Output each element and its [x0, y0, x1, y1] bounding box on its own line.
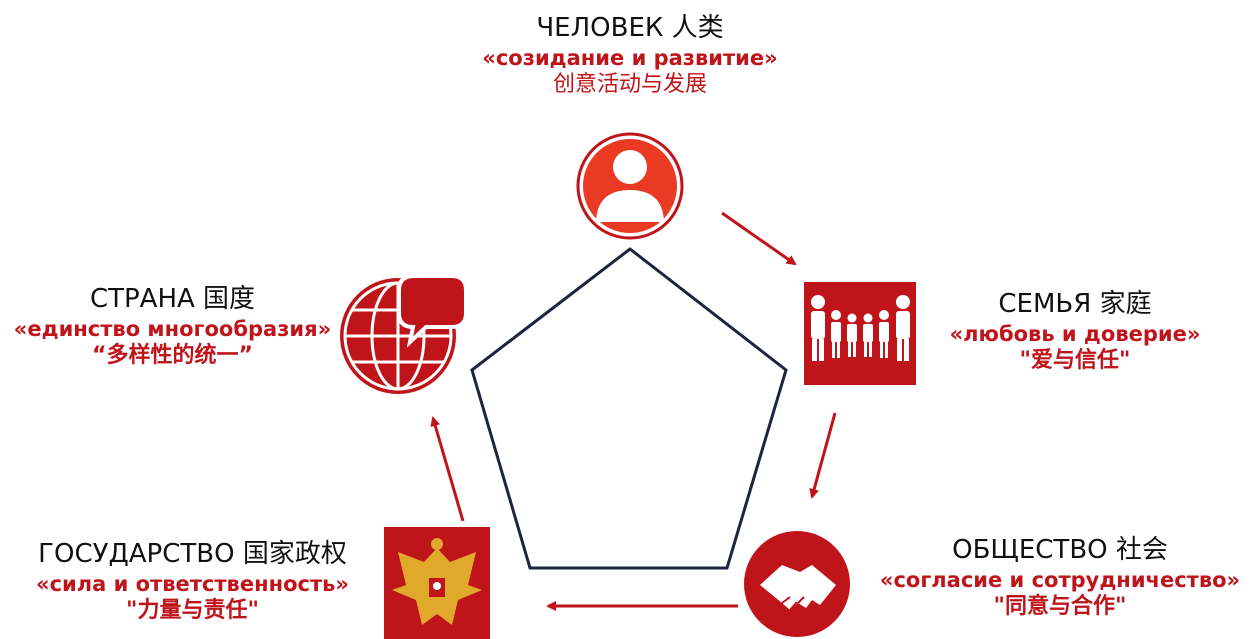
node-state-motto: «сила и ответственность» — [36, 571, 349, 596]
node-society-title: ОБЩЕСТВО 社会 — [952, 535, 1168, 565]
globe-speech-icon — [340, 274, 468, 394]
person-icon — [576, 132, 684, 240]
node-state: ГОСУДАРСТВО 国家政权 «сила и ответственность… — [5, 538, 380, 624]
node-person-motto: «созидание и развитие» — [482, 45, 778, 70]
node-state-cn: "力量与责任" — [126, 597, 259, 623]
family-icon — [804, 282, 916, 385]
node-family-title: СЕМЬЯ 家庭 — [998, 289, 1152, 319]
node-society-cn: "同意与合作" — [993, 593, 1127, 619]
handshake-icon — [744, 531, 850, 637]
node-family-cn: "爱与信任" — [1019, 347, 1131, 373]
node-state-title: ГОСУДАРСТВО 国家政权 — [38, 539, 347, 569]
center-pentagon — [470, 247, 788, 570]
arrow-family-to-society — [809, 412, 837, 499]
arrow-state-to-country — [430, 416, 465, 522]
node-country-cn: “多样性的统一” — [92, 342, 253, 368]
node-person-cn: 创意活动与发展 — [552, 71, 707, 97]
node-society: ОБЩЕСТВО 社会 «согласие и сотрудничество» … — [870, 534, 1250, 620]
node-country-title: СТРАНА 国度 — [89, 284, 256, 314]
node-family: СЕМЬЯ 家庭 «любовь и доверие» "爱与信任" — [925, 288, 1225, 374]
node-family-motto: «любовь и доверие» — [949, 321, 1201, 346]
arrow-person-to-family — [721, 211, 797, 266]
node-country: СТРАНА 国度 «единство многообразия» “多样性的统… — [5, 283, 340, 369]
node-country-motto: «единство многообразия» — [13, 316, 332, 341]
node-society-motto: «согласие и сотрудничество» — [879, 567, 1241, 592]
node-person: ЧЕЛОВЕК 人类 «созидание и развитие» 创意活动与发… — [470, 12, 790, 98]
node-person-title: ЧЕЛОВЕК 人类 — [536, 13, 724, 43]
coat-of-arms-icon — [384, 527, 490, 639]
